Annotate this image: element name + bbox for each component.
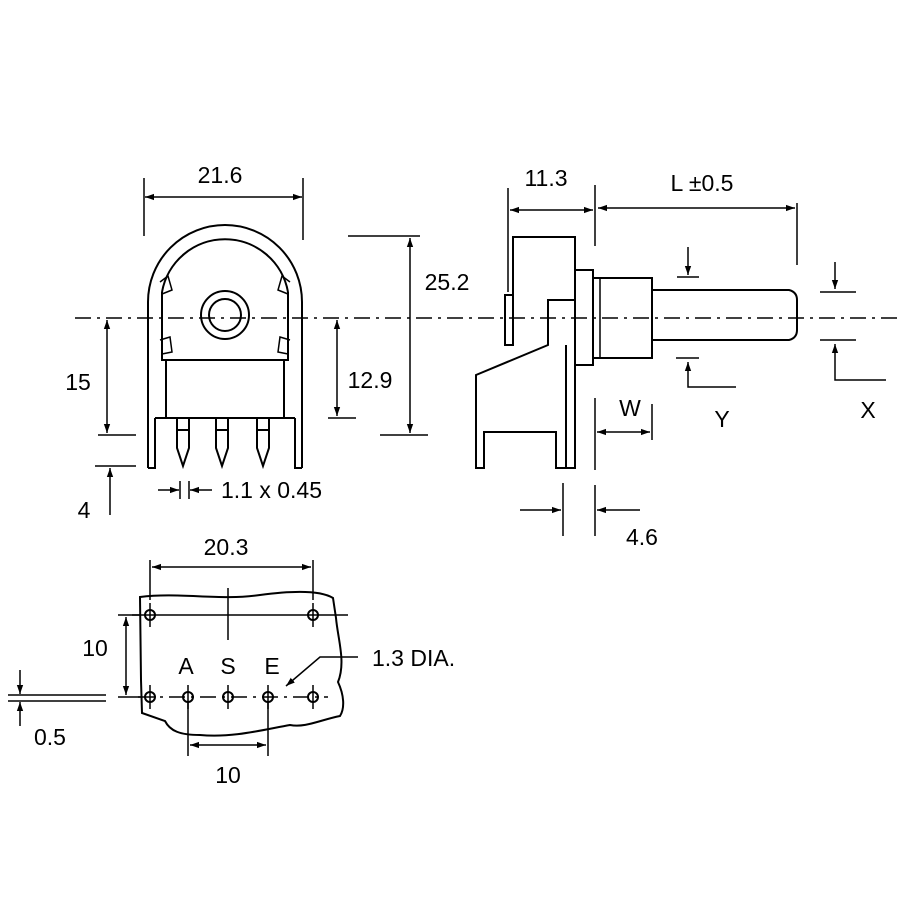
corner-notch [277,274,291,295]
pcb-outline [138,590,345,737]
corner-notch [159,274,173,295]
body-outline [147,224,303,468]
body-depth-label: 11.3 [524,165,567,191]
y-leader [684,362,736,388]
terminal-e-label: E [264,653,279,679]
terminal-s-label: S [220,653,235,679]
front-view: 21.6 25.2 12.9 15 4 1.1 x 0.45 [65,162,469,523]
x-label: X [860,397,875,423]
terminal-a-label: A [178,653,194,679]
cover-sides [161,292,289,361]
bracket-label: 4.6 [626,524,658,550]
mounting-bracket [475,299,575,469]
terminal-pin [256,418,270,470]
pcb-layout: A S E 20.3 10 1.3 DIA. 0.5 10 [8,534,455,788]
y-label: Y [714,406,729,432]
right-tab [294,418,302,469]
lower-body [155,360,295,419]
shaft [652,289,798,341]
pin-length-label: 4 [78,497,91,523]
offset-label: 0.5 [34,724,66,750]
side-view: 11.3 L ±0.5 Y X W 4.6 [475,165,886,550]
hole-label: 1.3 DIA. [372,645,455,671]
cover-inner-arc [161,238,289,293]
hole-crosshair [149,603,314,709]
x-leader [831,344,886,381]
shaft-hole-outer [200,290,250,340]
width-label: 21.6 [198,162,243,188]
hole-leader [285,656,358,687]
housing [512,236,576,469]
height-label: 25.2 [425,269,470,295]
shaft-hole-inner [208,298,242,332]
terminal-pin [176,418,190,470]
center-height-label: 12.9 [348,367,393,393]
housing-nub [504,294,514,346]
shaft-length-label: L ±0.5 [671,170,734,196]
left-tab [148,418,156,469]
corner-notch [159,336,173,355]
pcb-width-label: 20.3 [204,534,249,560]
bushing-label: W [619,395,641,421]
row-spacing-label: 10 [82,635,108,661]
threaded-bushing [592,277,653,359]
pitch-label: 10 [215,762,241,788]
pin-size-label: 1.1 x 0.45 [221,477,322,503]
terminal-pin [215,418,229,470]
corner-notch [277,336,291,355]
pin-height-label: 15 [65,369,91,395]
